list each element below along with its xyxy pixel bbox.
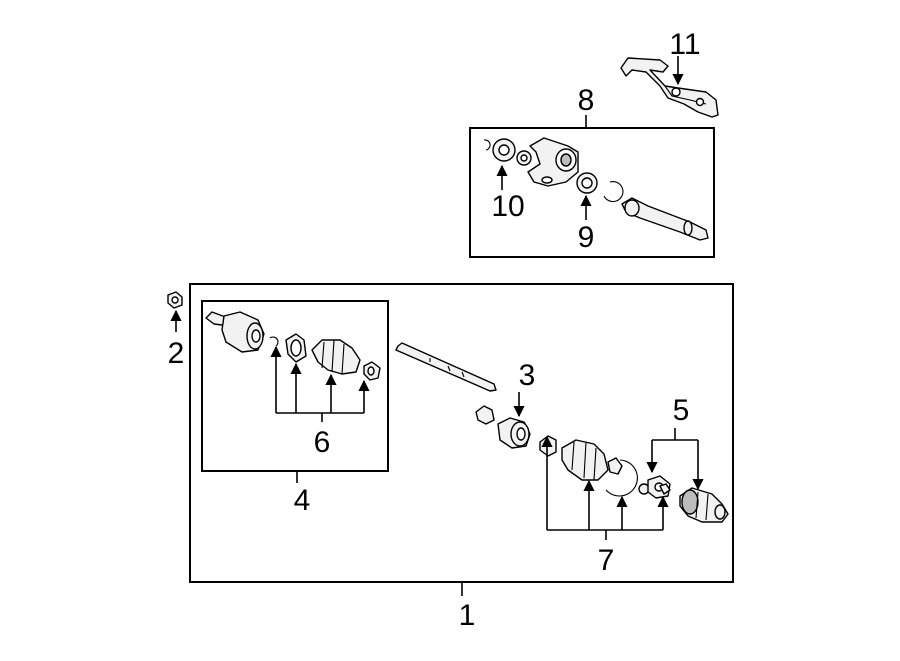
callout-10: 10 [491, 190, 524, 223]
axle-shaft [395, 342, 497, 392]
nut-part-2 [167, 291, 183, 309]
bearing-housing [527, 137, 579, 187]
boot-band-large [605, 459, 638, 497]
bracket-part-11 [620, 57, 719, 118]
callout-1: 1 [459, 599, 476, 632]
outer-joint-kit-frame [201, 300, 389, 472]
callout-6: 6 [314, 426, 331, 459]
callout-7: 7 [598, 544, 615, 577]
washer-part-9 [576, 172, 598, 194]
main-assembly-frame [189, 283, 734, 583]
outer-housing-part-5 [679, 487, 729, 523]
boot-clamp-left [285, 333, 307, 363]
outer-cv-joint [205, 311, 265, 353]
boot-outer [311, 339, 361, 375]
intermediate-shaft [621, 197, 709, 241]
boot-clamp-inner-small [539, 435, 557, 457]
callout-3: 3 [519, 359, 536, 392]
callout-11: 11 [669, 28, 700, 61]
intermediate-shaft-parts [483, 137, 709, 241]
clamp-part-3 [475, 405, 495, 425]
spider-assembly-part-5 [638, 475, 671, 499]
boot-clamp-inner-large [607, 457, 623, 475]
inner-joint-part-3 [497, 417, 531, 449]
callout-2: 2 [168, 337, 185, 370]
callout-5: 5 [673, 394, 690, 427]
boot-inner [561, 439, 609, 481]
boot-clip-small [269, 336, 279, 347]
boot-clamp-right [363, 361, 381, 381]
callout-8: 8 [578, 84, 595, 117]
callout-9: 9 [578, 221, 595, 254]
intermediate-shaft-frame [469, 127, 715, 258]
callout-4: 4 [294, 484, 311, 517]
bearing-part-10 [492, 138, 516, 162]
